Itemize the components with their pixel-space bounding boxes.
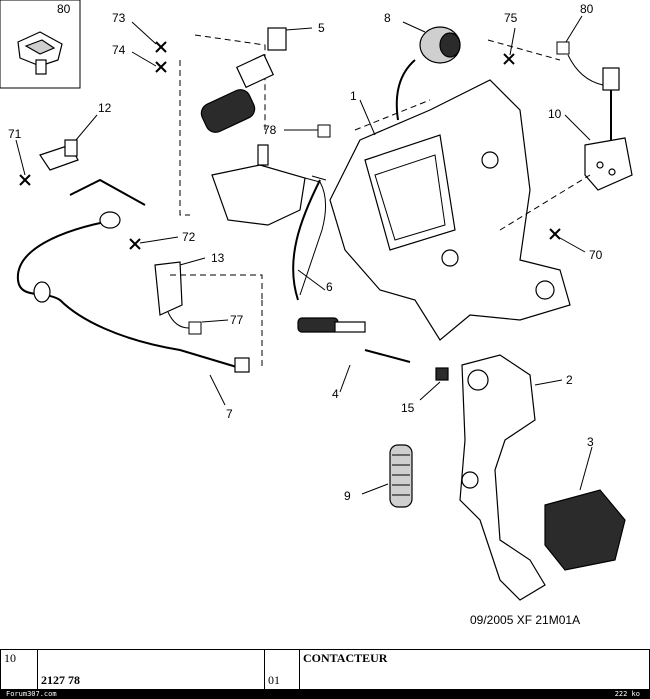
drawing-reference: 09/2005 XF 21M01A [470,613,581,627]
x-mark-70: 70 [549,228,603,262]
x-mark-71 [19,174,31,186]
switch-10: 80 10 [548,2,633,191]
part-number-cell: 2127 78 [37,649,265,690]
item-15: 15 [401,367,449,415]
bracket-13: 13 72 77 [129,230,263,335]
callout-80-inset: 80 [57,2,71,16]
pedal-pad-3: 3 [544,435,626,571]
inset-clip-80: 80 [0,0,81,89]
callout-80: 80 [580,2,594,16]
callout-3: 3 [587,435,594,449]
callout-8: 8 [384,11,391,25]
callout-2: 2 [566,373,573,387]
pipe-6: 6 [292,179,333,301]
ref-number-cell: 10 [0,649,38,690]
exploded-parts-diagram: 80 5 73 74 78 6 [0,0,633,601]
clutch-pedal-2: 2 [459,354,573,601]
footer-size: 222 ko [614,690,640,698]
callout-72: 72 [182,230,196,244]
callout-12: 12 [98,101,112,115]
callout-9: 9 [344,489,351,503]
x-mark-75: 75 [487,11,561,65]
pedal-bracket-1: 1 [329,79,591,341]
callout-6: 6 [326,280,333,294]
spring-9: 9 [344,444,413,508]
parts-table: 10 2127 78 01 CONTACTEUR [0,649,650,690]
callout-73: 73 [112,11,126,25]
callout-77: 77 [230,313,244,327]
callout-71: 71 [8,127,22,141]
footer-bar: Forum307.com 222 ko [0,690,650,699]
master-cylinder-4: 4 [261,300,411,401]
callout-5: 5 [318,21,325,35]
callout-15: 15 [401,401,415,415]
designation-cell: CONTACTEUR [299,649,650,690]
table-row: 10 2127 78 01 CONTACTEUR [0,649,650,690]
pipe-7: 7 [16,178,250,421]
fluid-reservoir: 78 [211,123,331,296]
callout-13: 13 [211,251,225,265]
callout-10: 10 [548,107,562,121]
bracket-12: 12 71 [8,101,112,186]
x-mark-72 [129,238,141,250]
callout-78: 78 [263,123,277,137]
quantity-cell: 01 [264,649,300,690]
footer-site: Forum307.com [6,690,57,698]
callout-70: 70 [589,248,603,262]
callout-1: 1 [350,89,357,103]
callout-7: 7 [226,407,233,421]
bushing-8: 8 [384,11,461,121]
slave-cylinder: 5 73 74 [112,11,325,216]
callout-4: 4 [332,387,339,401]
x-mark-74 [155,61,167,73]
x-mark-73 [155,41,167,53]
callout-74: 74 [112,43,126,57]
callout-75: 75 [504,11,518,25]
